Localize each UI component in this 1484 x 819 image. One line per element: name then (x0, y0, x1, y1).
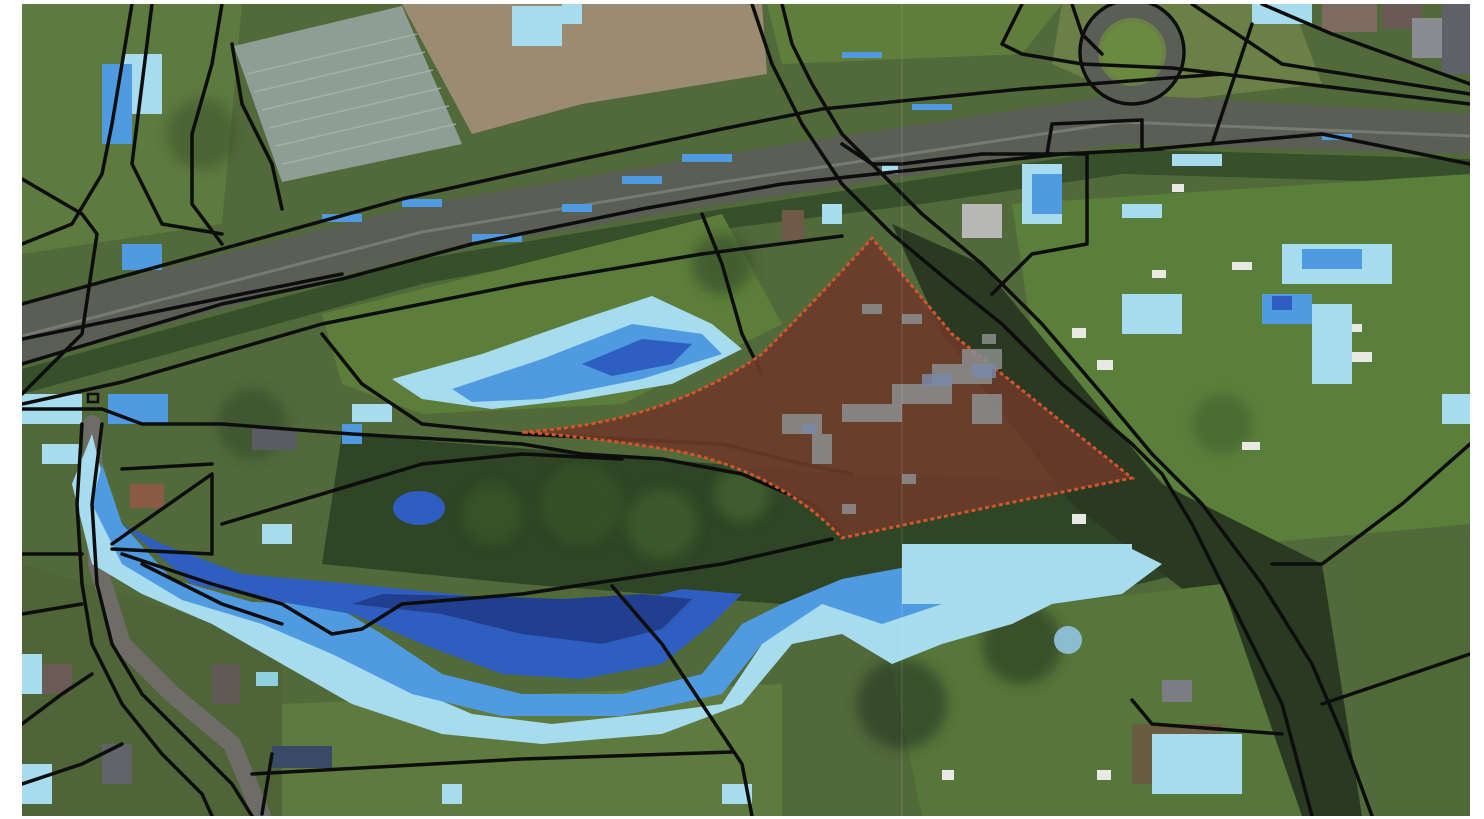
flood-plume-lower-medium (92, 464, 1062, 716)
parcel-line (840, 142, 1054, 166)
map-canvas[interactable] (22, 4, 1470, 816)
parcel-line (22, 147, 1164, 366)
parcel-line (1190, 4, 1470, 96)
selected-parcel-water (802, 364, 996, 434)
parcel-line (1270, 442, 1470, 566)
selected-parcel-layer[interactable] (521, 235, 1136, 540)
highway-corridor (22, 94, 1470, 364)
parcel-line (230, 42, 284, 211)
parcel-line (22, 72, 1470, 306)
parcel-line (750, 4, 1314, 816)
parcel-line (120, 462, 214, 471)
parcel-line (22, 602, 84, 616)
parcel-line (250, 750, 734, 776)
flood-plume-center-left-deep (582, 339, 692, 376)
flood-plume-lower (72, 434, 1162, 744)
parcel-line (610, 584, 754, 816)
buildings-top-right (1322, 4, 1470, 74)
campsite-caravans (942, 184, 1372, 780)
greenhouse-roof (234, 6, 462, 182)
swimming-pool (256, 672, 278, 686)
parcel-line (1320, 652, 1470, 706)
flood-patch-deep-east (1272, 296, 1292, 310)
roundabout-ring (1082, 4, 1182, 102)
map-view[interactable] (22, 4, 1470, 816)
parcel-line (190, 4, 224, 246)
highway-median (22, 120, 1470, 338)
parcel-line (22, 742, 124, 786)
parcel-line (140, 562, 284, 626)
roundabout-parcel-ring (1078, 4, 1186, 106)
field-top-right (767, 4, 1062, 64)
parcel-line (700, 212, 764, 376)
flood-pond (393, 491, 445, 525)
parcel-marker (86, 392, 100, 404)
parcel-line (130, 4, 224, 236)
parcel-line (22, 177, 99, 396)
parcel-line (22, 672, 94, 726)
parcel-line (90, 422, 254, 816)
flood-plume-lower-deepest (352, 594, 692, 644)
parcel-line (1130, 698, 1284, 736)
round-pool (1054, 626, 1082, 654)
parcel-line (22, 234, 844, 406)
parcel-line (75, 422, 214, 816)
parcel-line (1260, 4, 1470, 86)
parcel-line (260, 752, 274, 816)
parcel-line (22, 272, 344, 341)
tilled-field (402, 4, 767, 134)
parcel-line (780, 4, 1374, 816)
tree-line-highway (22, 149, 1470, 394)
parcel-boundaries-layer (22, 4, 1470, 816)
parcel-line (1210, 22, 1254, 146)
greenhouse-ridges (246, 33, 457, 165)
parcel-line (22, 407, 844, 536)
roundabout-island (1102, 22, 1162, 82)
selected-parcel[interactable] (521, 235, 1136, 540)
parcel-line (220, 452, 624, 526)
flood-patches-shallow (22, 4, 1470, 804)
parcel-line (120, 537, 834, 636)
tree-canopy-texture (167, 99, 1252, 749)
parcel-line (22, 4, 134, 246)
parcel-line (990, 118, 1144, 296)
parcel-line (110, 472, 214, 556)
residential-lower-left (22, 564, 282, 816)
parcel-line (1140, 118, 1470, 166)
